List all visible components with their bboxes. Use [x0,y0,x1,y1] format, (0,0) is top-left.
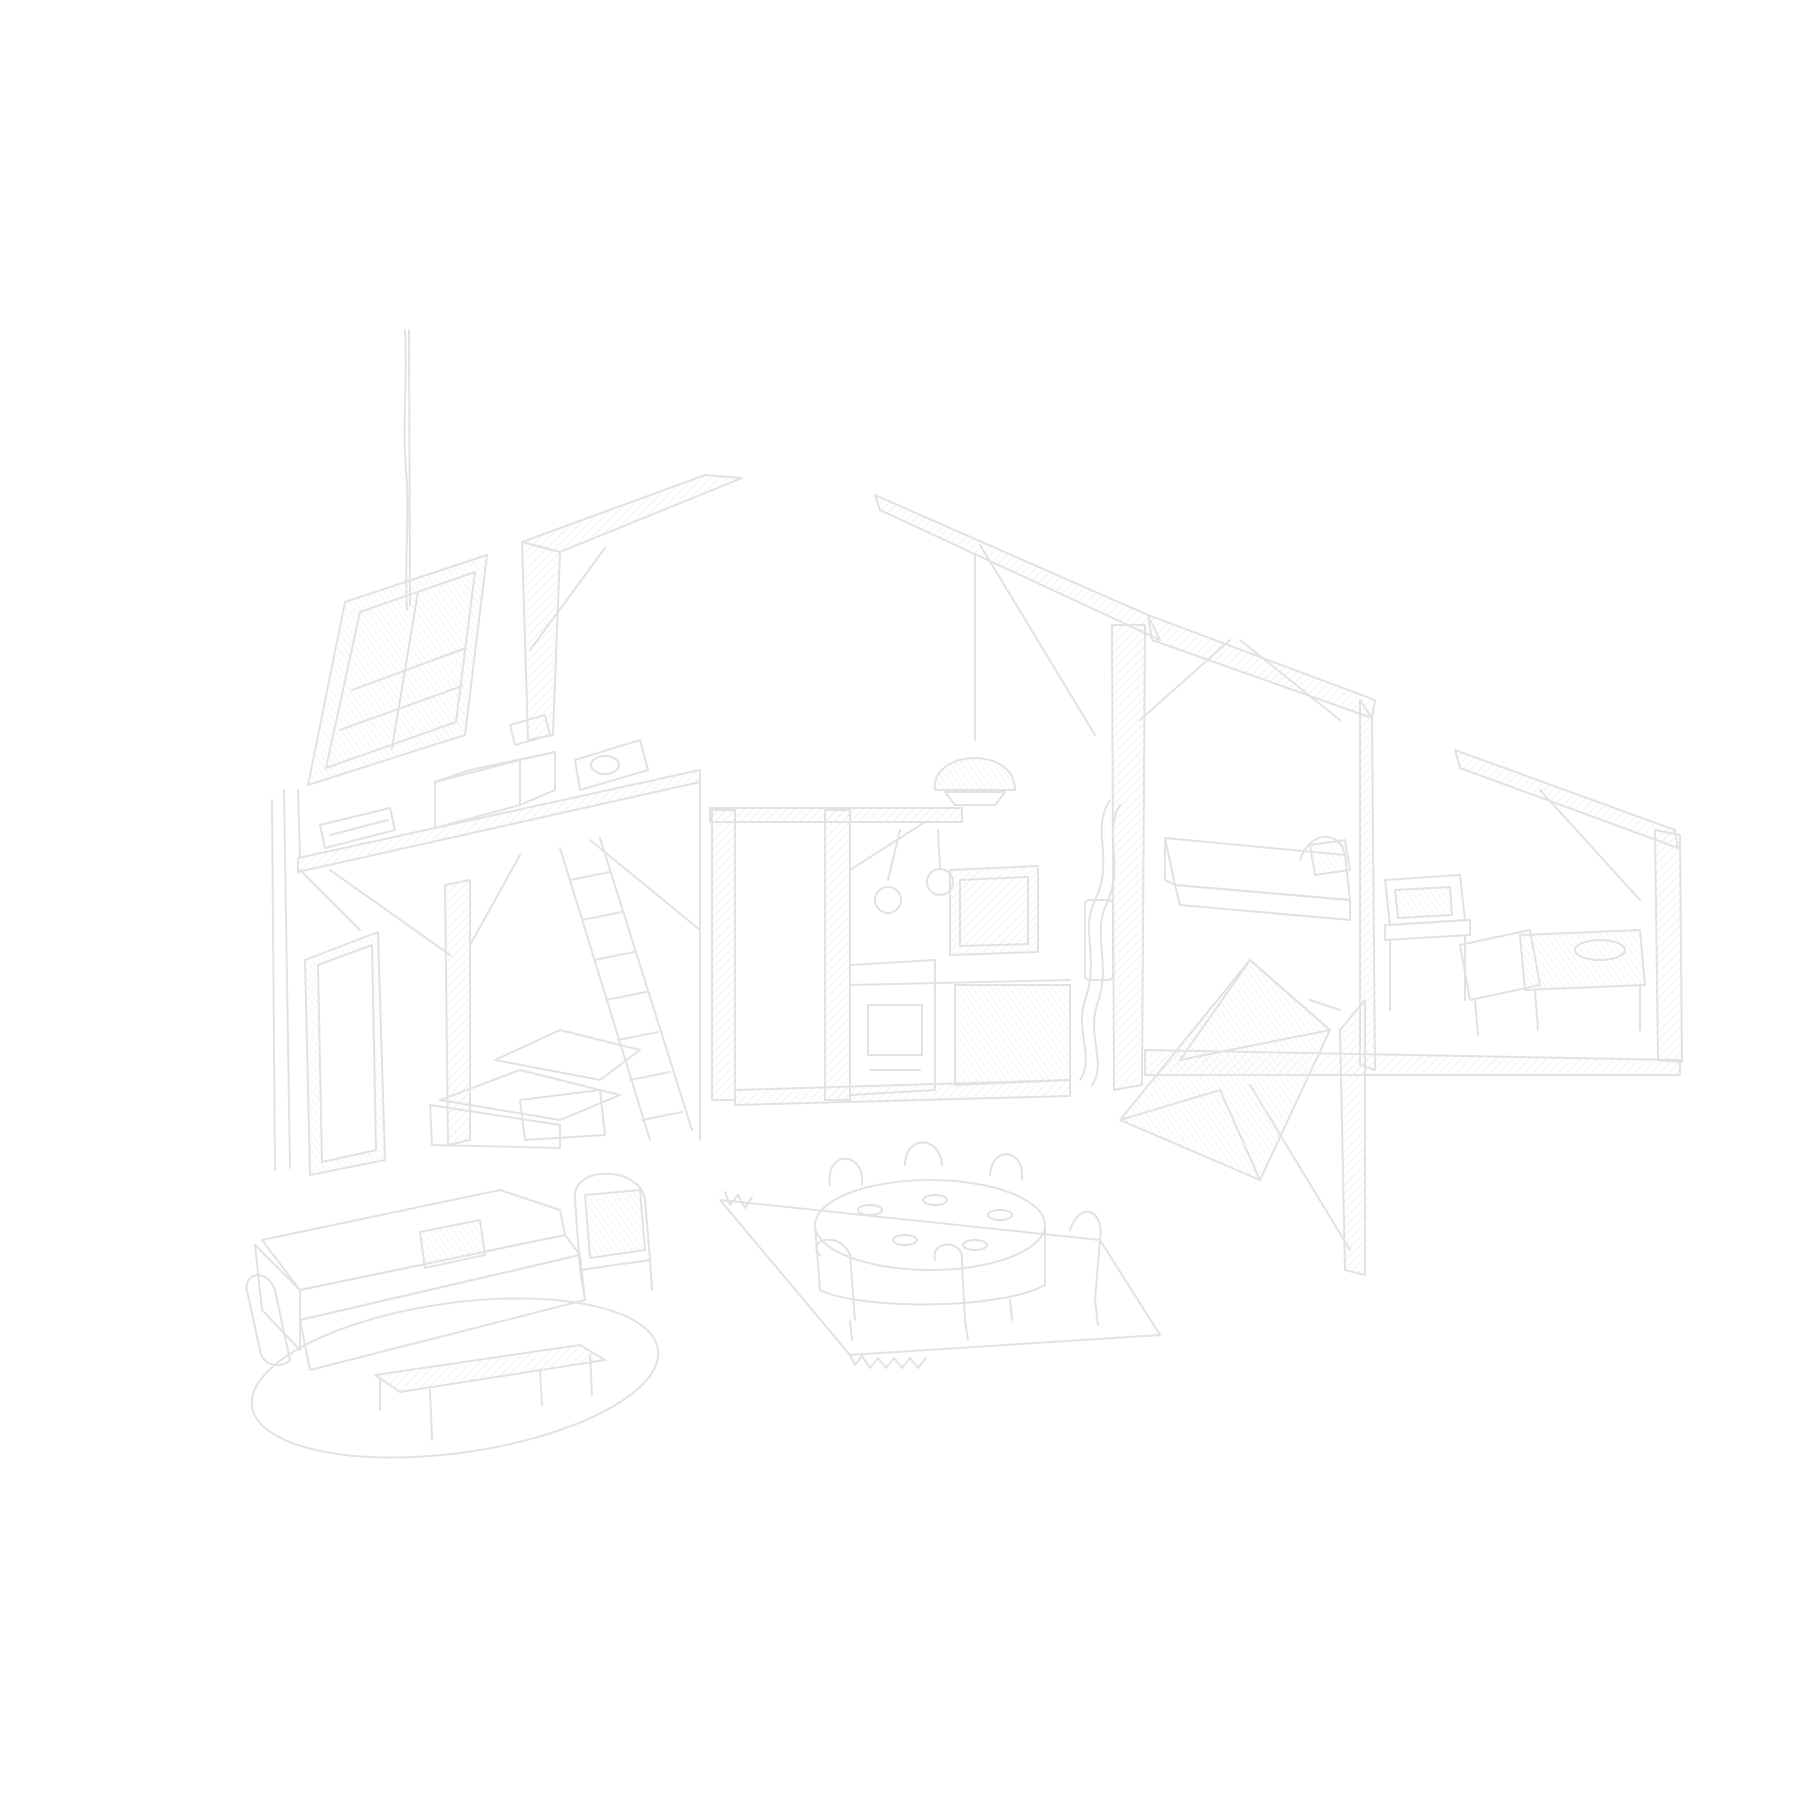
antenna [403,329,411,611]
hanging-window [307,554,488,786]
wall-picture [949,865,1039,956]
ladder [559,837,693,1141]
boxes-on-loft [319,714,649,849]
roof-truss-center [874,494,1376,1091]
pendant-lamp [933,554,1016,806]
roof-far-right [1454,749,1683,1063]
dining-chairs [815,1141,1102,1341]
bed [1164,835,1351,921]
roof-truss-left [521,474,743,741]
armchair [573,1172,653,1301]
folded-paper [1119,959,1341,1181]
kitchen-counter [734,959,1071,1106]
round-rug [250,1297,660,1459]
coffee-table [374,1344,606,1441]
dining-rug [719,1191,1161,1369]
dining-table [814,1179,1046,1306]
chairs-far-right [1459,929,1646,1036]
door [304,931,386,1176]
oven [867,1004,923,1071]
loft-platform [271,769,701,1171]
wall-frame [709,807,963,1101]
steps [429,1029,641,1149]
sofa [245,1189,586,1371]
desk [1384,874,1471,1011]
pipe [1079,799,1121,1086]
